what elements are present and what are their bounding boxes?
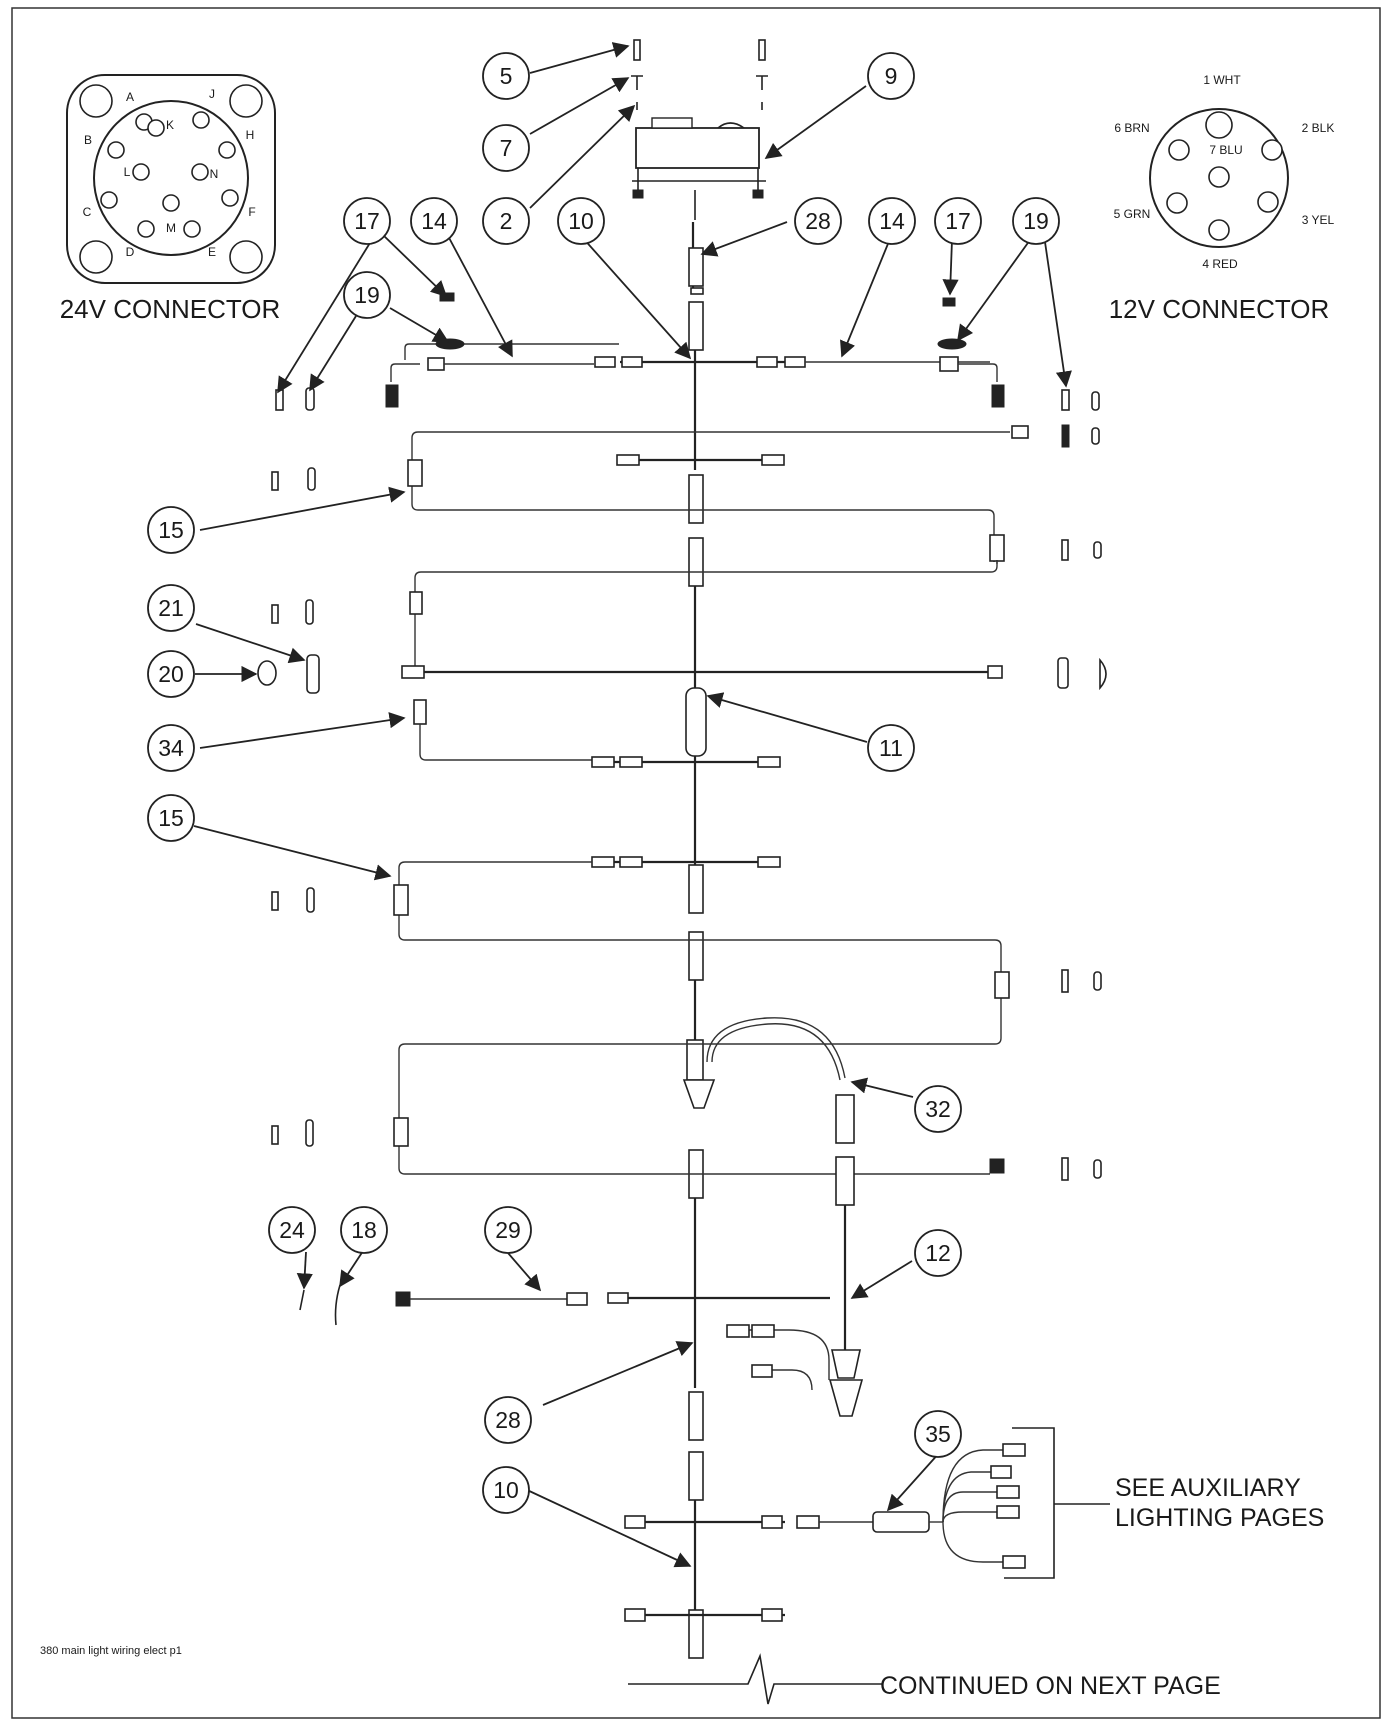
clearance-loop-middle	[401, 560, 1003, 768]
connector-24v-title: 24V CONNECTOR	[60, 294, 281, 324]
continued-note: CONTINUED ON NEXT PAGE	[880, 1672, 1221, 1700]
clearance-loop-upper	[407, 425, 1029, 562]
pin-2-label: 2 BLK	[1302, 121, 1335, 135]
callout-34: 34	[147, 724, 195, 772]
svg-text:2: 2	[500, 208, 513, 234]
connector-12v-title: 12V CONNECTOR	[1109, 294, 1330, 324]
svg-text:35: 35	[925, 1421, 951, 1447]
pin-h-label: H	[246, 128, 255, 142]
continuation-break	[628, 1653, 882, 1705]
junction-box-hardware	[631, 39, 768, 220]
callout-5: 5	[482, 52, 530, 100]
pin-f-label: F	[248, 205, 255, 219]
callout-28-bottom: 28	[484, 1396, 532, 1444]
pin-a-label: A	[126, 90, 134, 104]
svg-text:14: 14	[879, 208, 905, 234]
svg-text:24: 24	[279, 1217, 305, 1243]
lamp-assemblies	[257, 292, 1107, 1181]
callout-15-lower: 15	[147, 794, 195, 842]
pin-n-label: N	[210, 167, 219, 181]
callout-10-top: 10	[557, 197, 605, 245]
svg-text:21: 21	[158, 595, 184, 621]
pin-5-label: 5 GRN	[1114, 207, 1151, 221]
auxiliary-note-line1: SEE AUXILIARY	[1115, 1474, 1301, 1502]
callout-21: 21	[147, 584, 195, 632]
svg-text:15: 15	[158, 805, 184, 831]
pin-d-label: D	[126, 245, 135, 259]
callout-29: 29	[484, 1206, 532, 1254]
svg-text:5: 5	[500, 63, 513, 89]
callout-14-right: 14	[868, 197, 916, 245]
callout-32: 32	[914, 1085, 962, 1133]
auxiliary-fanout	[942, 1427, 1110, 1579]
svg-text:17: 17	[945, 208, 971, 234]
pin-7-label: 7 BLU	[1209, 143, 1242, 157]
svg-text:10: 10	[493, 1477, 519, 1503]
connector-12v: 1 WHT 2 BLK 3 YEL 4 RED 5 GRN 6 BRN 7 BL…	[1109, 73, 1335, 324]
page-border	[11, 7, 1381, 1719]
svg-text:20: 20	[158, 661, 184, 687]
pin-4-label: 4 RED	[1202, 257, 1238, 271]
callout-19-right: 19	[1012, 197, 1060, 245]
svg-text:18: 18	[351, 1217, 377, 1243]
callout-17-left: 17	[343, 197, 391, 245]
svg-text:19: 19	[1023, 208, 1049, 234]
pin-3-label: 3 YEL	[1302, 213, 1335, 227]
callout-35: 35	[914, 1410, 962, 1458]
rear-tee-10	[624, 1511, 943, 1622]
svg-text:34: 34	[158, 735, 184, 761]
callout-11: 11	[867, 724, 915, 772]
svg-text:12: 12	[925, 1240, 951, 1266]
callout-15-upper: 15	[147, 506, 195, 554]
svg-text:11: 11	[879, 735, 903, 761]
pin-l-label: L	[124, 165, 131, 179]
svg-text:14: 14	[421, 208, 447, 234]
connector-24v: A B C D E F H J K L M N 24V CONNECTOR	[60, 74, 281, 324]
pin-m-label: M	[166, 221, 176, 235]
svg-text:10: 10	[568, 208, 594, 234]
callout-20: 20	[147, 650, 195, 698]
side-marker-branches-14	[385, 343, 1005, 408]
callout-24: 24	[268, 1206, 316, 1254]
pin-j-label: J	[209, 87, 215, 101]
pin-k-label: K	[166, 118, 174, 132]
svg-text:19: 19	[354, 282, 380, 308]
svg-text:28: 28	[805, 208, 831, 234]
svg-text:29: 29	[495, 1217, 521, 1243]
callout-2: 2	[482, 197, 530, 245]
callout-28-top: 28	[794, 197, 842, 245]
leader-lines	[193, 42, 1072, 1568]
pin-1-label: 1 WHT	[1203, 73, 1241, 87]
svg-text:7: 7	[500, 135, 513, 161]
callout-17-right: 17	[934, 197, 982, 245]
callout-19-left: 19	[343, 271, 391, 319]
pin-6-label: 6 BRN	[1114, 121, 1149, 135]
pin-e-label: E	[208, 245, 216, 259]
callout-12: 12	[914, 1229, 962, 1277]
callout-10-bottom: 10	[482, 1466, 530, 1514]
pin-c-label: C	[83, 205, 92, 219]
clearance-loop-lower	[393, 856, 1010, 1175]
svg-text:15: 15	[158, 517, 184, 543]
rear-harness-32-12	[607, 1017, 864, 1417]
callout-bubbles: 5 7 2 9 10 28 14 17 19 14 17 19 15 21 20…	[147, 52, 1060, 1514]
callout-9: 9	[867, 52, 915, 100]
pin-b-label: B	[84, 133, 92, 147]
svg-text:32: 32	[925, 1096, 951, 1122]
svg-text:17: 17	[354, 208, 380, 234]
callout-7: 7	[482, 124, 530, 172]
callout-18: 18	[340, 1206, 388, 1254]
svg-text:28: 28	[495, 1407, 521, 1433]
svg-text:9: 9	[885, 63, 898, 89]
figure-id: 380 main light wiring elect p1	[40, 1645, 182, 1657]
pigtail-29	[299, 1284, 588, 1326]
auxiliary-note-line2: LIGHTING PAGES	[1115, 1504, 1324, 1532]
callout-14-left: 14	[410, 197, 458, 245]
